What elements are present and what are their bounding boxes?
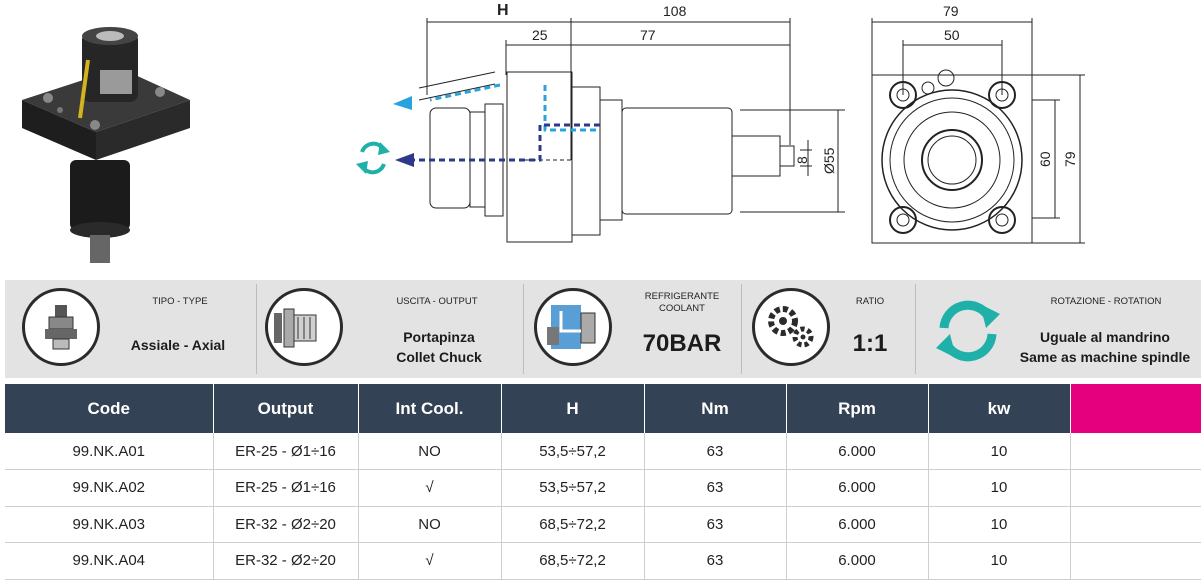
cell-h: 68,5÷72,2: [501, 542, 645, 580]
coolant-label-line2: COOLANT: [659, 303, 705, 314]
col-rpm: Rpm: [786, 384, 929, 433]
output-value-line2: Collet Chuck: [396, 349, 482, 365]
spindle-path: [395, 123, 600, 167]
cell-rpm: 6.000: [786, 542, 929, 580]
col-code: Code: [5, 384, 214, 433]
cell-code: 99.NK.A04: [5, 542, 214, 580]
rotation-value-line2: Same as machine spindle: [1019, 349, 1191, 365]
dim-25: 25: [532, 27, 548, 43]
cell-extra: [1070, 433, 1201, 470]
cell-int-cool: √: [358, 469, 502, 507]
table-header-row: Code Output Int Cool. H Nm Rpm kw: [5, 384, 1201, 433]
spec-table: Code Output Int Cool. H Nm Rpm kw 99.NK.…: [5, 384, 1201, 580]
dim-8: 8: [794, 156, 810, 164]
cell-extra: [1070, 506, 1201, 543]
col-nm: Nm: [644, 384, 787, 433]
output-value-line1: Portapinza: [403, 329, 475, 345]
type-value: Assiale - Axial: [130, 337, 226, 353]
cell-int-cool: NO: [358, 506, 502, 543]
rotation-value-line1: Uguale al mandrino: [1040, 329, 1170, 345]
feature-band: TIPO - TYPE Assiale - Axial USCITA - OUT…: [5, 280, 1201, 378]
dim-108: 108: [663, 3, 687, 19]
cell-code: 99.NK.A01: [5, 433, 214, 470]
side-view: [418, 18, 845, 243]
cell-h: 53,5÷57,2: [501, 469, 645, 507]
col-h: H: [501, 384, 645, 433]
dim-front-60: 60: [1037, 151, 1053, 167]
cell-nm: 63: [644, 506, 787, 543]
feature-rotation: ROTAZIONE - ROTATION Uguale al mandrino …: [916, 280, 1201, 378]
table-row: 99.NK.A04 ER-32 - Ø2÷20 √ 68,5÷72,2 63 6…: [5, 542, 1201, 580]
cell-rpm: 6.000: [786, 506, 929, 543]
cell-code: 99.NK.A02: [5, 469, 214, 507]
col-output: Output: [213, 384, 359, 433]
gears-icon: [752, 288, 830, 366]
cell-h: 68,5÷72,2: [501, 506, 645, 543]
cell-nm: 63: [644, 542, 787, 580]
feature-ratio: RATIO 1:1: [742, 280, 916, 378]
table-row: 99.NK.A01 ER-25 - Ø1÷16 NO 53,5÷57,2 63 …: [5, 433, 1201, 470]
feature-coolant: REFRIGERANTE COOLANT 70BAR: [524, 280, 742, 378]
type-label: TIPO - TYPE: [152, 296, 208, 307]
coolant-icon: [534, 288, 612, 366]
cell-rpm: 6.000: [786, 469, 929, 507]
cell-output: ER-32 - Ø2÷20: [213, 506, 359, 543]
ratio-value: 1:1: [852, 330, 888, 357]
cell-output: ER-25 - Ø1÷16: [213, 469, 359, 507]
rotation-arrows-icon: [930, 292, 1006, 368]
dim-77: 77: [640, 27, 656, 43]
cell-rpm: 6.000: [786, 433, 929, 470]
cell-kw: 10: [928, 542, 1071, 580]
drawing-area: H 108 25 77 8 Ø55 79 50 60 79: [0, 0, 1201, 278]
cell-kw: 10: [928, 469, 1071, 507]
cell-int-cool: √: [358, 542, 502, 580]
cell-int-cool: NO: [358, 433, 502, 470]
table-row: 99.NK.A03 ER-32 - Ø2÷20 NO 68,5÷72,2 63 …: [5, 506, 1201, 543]
cell-kw: 10: [928, 506, 1071, 543]
rotation-label: ROTAZIONE - ROTATION: [1050, 296, 1162, 307]
dim-front-79: 79: [943, 3, 959, 19]
product-photo: [22, 27, 190, 263]
front-view: [871, 18, 1085, 244]
cell-nm: 63: [644, 433, 787, 470]
cell-h: 53,5÷57,2: [501, 433, 645, 470]
cell-nm: 63: [644, 469, 787, 507]
output-label: USCITA - OUTPUT: [396, 296, 478, 307]
rotation-icon: [356, 141, 390, 175]
cell-code: 99.NK.A03: [5, 506, 214, 543]
dim-h: H: [497, 2, 509, 19]
coolant-label-line1: REFRIGERANTE: [644, 291, 720, 302]
col-kw: kw: [928, 384, 1071, 433]
cell-extra: [1070, 542, 1201, 580]
axial-tool-icon: [22, 288, 100, 366]
col-int-cool: Int Cool.: [358, 384, 502, 433]
cell-output: ER-25 - Ø1÷16: [213, 433, 359, 470]
cell-kw: 10: [928, 433, 1071, 470]
col-accent: [1070, 384, 1201, 433]
dim-front-79v: 79: [1062, 151, 1078, 167]
dim-front-50: 50: [944, 27, 960, 43]
technical-drawing: H 108 25 77 8 Ø55 79 50 60 79: [22, 2, 1085, 263]
cell-extra: [1070, 469, 1201, 507]
feature-output: USCITA - OUTPUT Portapinza Collet Chuck: [257, 280, 524, 378]
collet-chuck-icon: [265, 288, 343, 366]
cell-output: ER-32 - Ø2÷20: [213, 542, 359, 580]
coolant-path: [393, 83, 600, 132]
table-row: 99.NK.A02 ER-25 - Ø1÷16 √ 53,5÷57,2 63 6…: [5, 469, 1201, 507]
dim-55: Ø55: [821, 147, 837, 174]
coolant-value: 70BAR: [642, 330, 722, 357]
feature-type: TIPO - TYPE Assiale - Axial: [5, 280, 257, 378]
ratio-label: RATIO: [855, 296, 885, 307]
